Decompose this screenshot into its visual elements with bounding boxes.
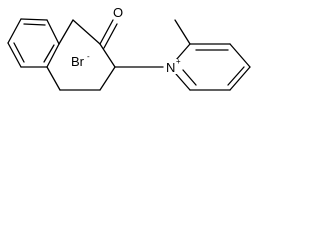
nitrogen-charge: + — [176, 57, 181, 66]
bond — [229, 43, 251, 68]
bond-double-inner — [227, 66, 245, 86]
nitrogen-label: N — [166, 60, 175, 75]
pyridinium-ring — [175, 43, 251, 91]
bond — [175, 43, 191, 61]
methyl-bond — [174, 19, 191, 45]
oxygen-label: O — [113, 5, 123, 20]
bond-double-inner — [43, 44, 55, 63]
bond — [46, 43, 60, 68]
bond — [99, 19, 114, 45]
bond — [58, 19, 74, 45]
bond — [46, 66, 61, 91]
bond — [229, 66, 251, 91]
bond-double-inner — [182, 69, 197, 86]
bond — [175, 73, 191, 91]
bond — [103, 23, 118, 49]
benzene-ring — [7, 18, 60, 68]
bond — [7, 42, 22, 68]
cyclohexanone-ring — [46, 19, 116, 91]
bond — [99, 43, 116, 68]
bond-double-inner — [23, 23, 46, 26]
bond — [46, 19, 60, 45]
carbonyl — [99, 19, 118, 49]
bond — [20, 18, 48, 21]
bromide-charge: - — [87, 52, 90, 61]
bond — [99, 66, 116, 91]
chemical-structure: O Br - N + — [7, 5, 251, 91]
bond-double-inner — [13, 42, 25, 63]
bond — [72, 19, 101, 45]
bromide-label: Br — [71, 54, 85, 69]
bond — [7, 18, 22, 44]
